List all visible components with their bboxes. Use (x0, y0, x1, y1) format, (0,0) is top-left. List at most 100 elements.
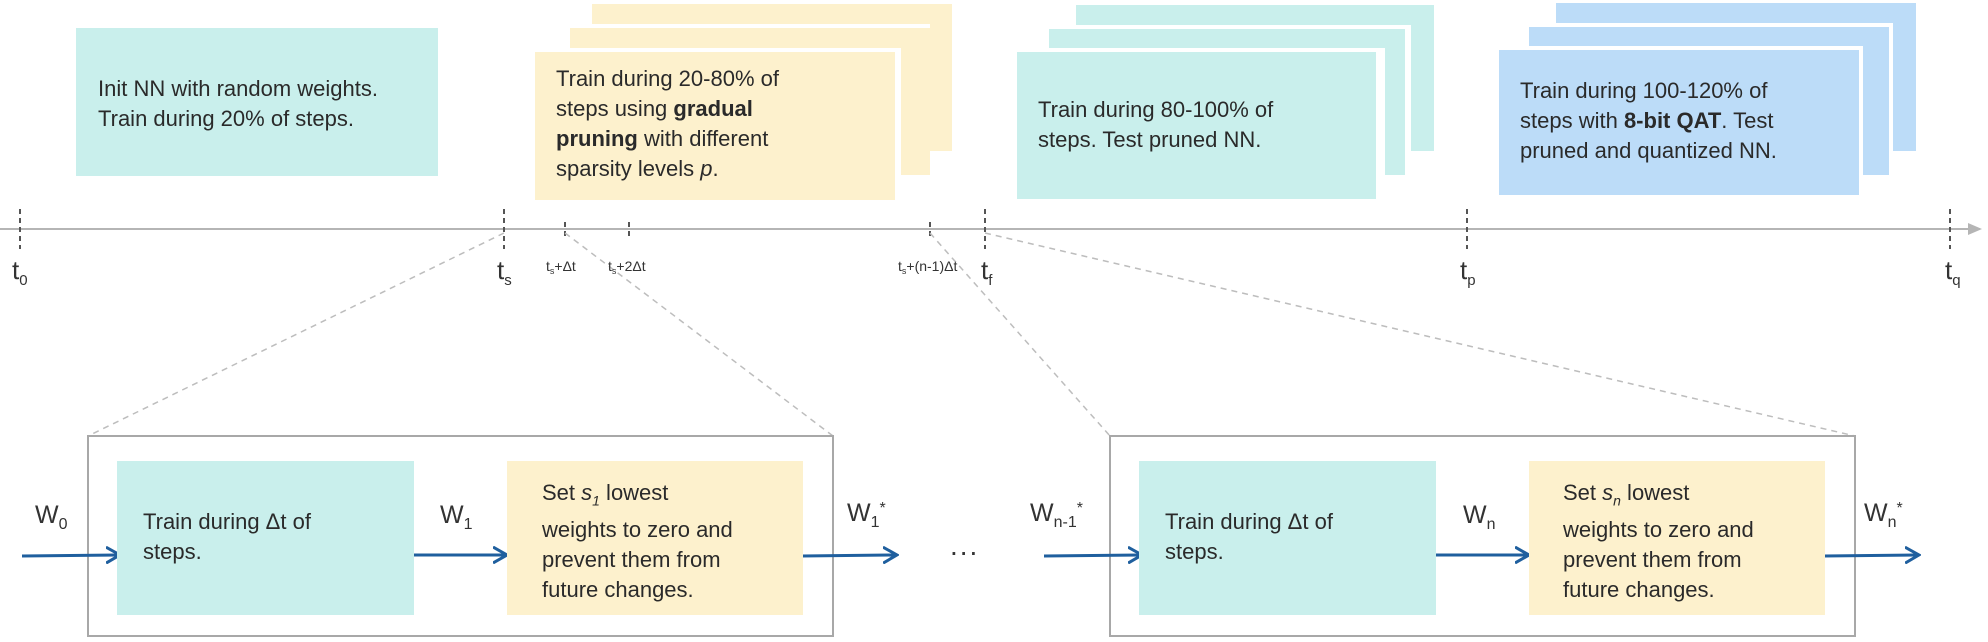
label-tf: tf (981, 255, 992, 289)
detail-right-train-line-1: Train during Δt of (1165, 509, 1333, 534)
label-tp-base: t (1460, 255, 1468, 285)
label-ts-dt-rest: +Δt (554, 258, 576, 274)
detail-left-s-sub: 1 (592, 492, 600, 509)
detail-right-train-line-2: steps. (1165, 539, 1224, 564)
detail-right-prune-line-4: future changes. (1563, 577, 1715, 603)
detail-right-train-box: Train during Δt of steps. (1139, 461, 1436, 615)
zoom-line-left-a (87, 232, 505, 437)
stage-finetune-box: Train during 80-100% of steps. Test prun… (1017, 52, 1376, 199)
wn-label: Wn (1463, 501, 1496, 534)
detail-right-prune-box: Set sn lowest weights to zero and preven… (1529, 461, 1825, 615)
stage-init-line-2: Train during 20% of steps. (98, 106, 354, 131)
stage-pruning-box: Train during 20-80% of steps using gradu… (535, 52, 895, 200)
w1star-base: W (847, 499, 871, 527)
w1-label: W1 (440, 501, 473, 534)
detail-right-s-base: s (1602, 480, 1614, 505)
w0-sub: 0 (58, 516, 68, 533)
detail-right-prune-line-3: prevent them from (1563, 547, 1742, 573)
stage-qat-8bit: 8-bit QAT (1623, 108, 1722, 133)
w0-base: W (35, 501, 59, 529)
stage-finetune-line-2: steps. Test pruned NN. (1038, 127, 1262, 152)
zoom-line-right-a (929, 232, 1111, 437)
detail-right-prune-post: lowest (1620, 480, 1690, 505)
arrow-w1star (801, 555, 895, 556)
label-ts-sub: s (504, 272, 512, 289)
stage-finetune-line-1: Train during 80-100% of (1038, 97, 1274, 122)
stage-qat-box: Train during 100-120% of steps with 8-bi… (1499, 50, 1859, 195)
label-tf-base: t (981, 255, 989, 285)
arrow-wnstar (1823, 555, 1917, 556)
detail-left-prune-line-4: future changes. (542, 577, 694, 603)
zoom-line-right-b (984, 232, 1856, 437)
detail-left-s-base: s (581, 480, 593, 505)
detail-left-train-box: Train during Δt of steps. (117, 461, 414, 615)
label-tp-sub: p (1467, 272, 1476, 289)
label-ts-2dt-sub: s (611, 266, 617, 276)
stage-qat-line-2: steps with 8-bit QAT. Test (1520, 106, 1777, 136)
detail-left-prune-line-2: weights to zero and (542, 517, 733, 543)
wn1star-label: Wn-1* (1030, 499, 1083, 532)
stage-pruning-line-4-end: . (712, 156, 719, 181)
stage-init-box: Init NN with random weights. Train durin… (76, 28, 438, 176)
detail-right-s-sub: n (1613, 492, 1621, 509)
w1star-sub: 1 (870, 514, 880, 531)
label-tq-sub: q (1952, 272, 1961, 289)
arrow-w0 (21, 555, 118, 556)
zoom-line-left-b (564, 232, 834, 437)
stage-pruning-line-2-text: steps using (556, 96, 674, 121)
w1-base: W (440, 501, 464, 529)
wn1star-sup: * (1076, 500, 1083, 517)
label-ts-dt-sub: s (549, 266, 555, 276)
detail-left-train-line-1: Train during Δt of (143, 509, 311, 534)
w1star-sup: * (879, 500, 886, 517)
label-tq-base: t (1945, 255, 1953, 285)
label-tq: tq (1945, 255, 1961, 289)
label-ts-n1dt: ts+(n-1)Δt (898, 258, 957, 276)
label-ts-dt: ts+Δt (546, 258, 576, 276)
wnstar-label: Wn* (1864, 499, 1903, 532)
stage-qat-line-2-end: . Test (1721, 108, 1774, 133)
stage-qat-line-2-text: steps with (1520, 108, 1624, 133)
detail-right-prune-pre: Set (1563, 480, 1603, 505)
stage-init-line-1: Init NN with random weights. (98, 76, 378, 101)
stage-pruning-line-3: pruning with different (556, 124, 779, 154)
label-t0: t0 (12, 255, 28, 289)
w0-label: W0 (35, 501, 68, 534)
label-ts-dt-base: t (546, 258, 550, 274)
label-ts-2dt-rest: +2Δt (616, 258, 646, 274)
wnstar-sub: n (1887, 514, 1897, 531)
label-tf-sub: f (988, 272, 993, 289)
stage-qat-line-3: pruned and quantized NN. (1520, 138, 1777, 163)
stage-pruning-line-2: steps using gradual (556, 94, 779, 124)
detail-left-train-line-2: steps. (143, 539, 202, 564)
stage-pruning-line-4-text: sparsity levels (556, 156, 701, 181)
stage-pruning-line-1: Train during 20-80% of (556, 66, 779, 91)
wn1star-sub: n-1 (1053, 514, 1077, 531)
stage-qat-line-1: Train during 100-120% of (1520, 78, 1768, 103)
w1star-label: W1* (847, 499, 886, 532)
wn-base: W (1463, 501, 1487, 529)
detail-frame-right (1109, 435, 1856, 637)
stage-pruning-pruning: pruning (556, 126, 638, 151)
detail-left-prune-post: lowest (599, 480, 669, 505)
wnstar-base: W (1864, 499, 1888, 527)
detail-left-prune-line-3: prevent them from (542, 547, 721, 573)
detail-left-prune-pre: Set (542, 480, 582, 505)
detail-right-prune-line-2: weights to zero and (1563, 517, 1754, 543)
detail-frame-left (87, 435, 834, 637)
stage-pruning-gradual: gradual (673, 96, 753, 121)
ellipsis: ... (950, 530, 980, 561)
wnstar-sup: * (1896, 500, 1903, 517)
label-t0-sub: 0 (19, 272, 28, 289)
label-ts: ts (497, 255, 512, 289)
label-tp: tp (1460, 255, 1476, 289)
label-ts-base: t (497, 255, 505, 285)
label-t0-base: t (12, 255, 20, 285)
stage-pruning-p: p (700, 156, 713, 181)
label-ts-2dt: ts+2Δt (608, 258, 646, 276)
w1-sub: 1 (463, 516, 473, 533)
wn-sub: n (1486, 516, 1496, 533)
wn1star-base: W (1030, 499, 1054, 527)
label-ts-n1dt-rest: +(n-1)Δt (906, 258, 958, 274)
